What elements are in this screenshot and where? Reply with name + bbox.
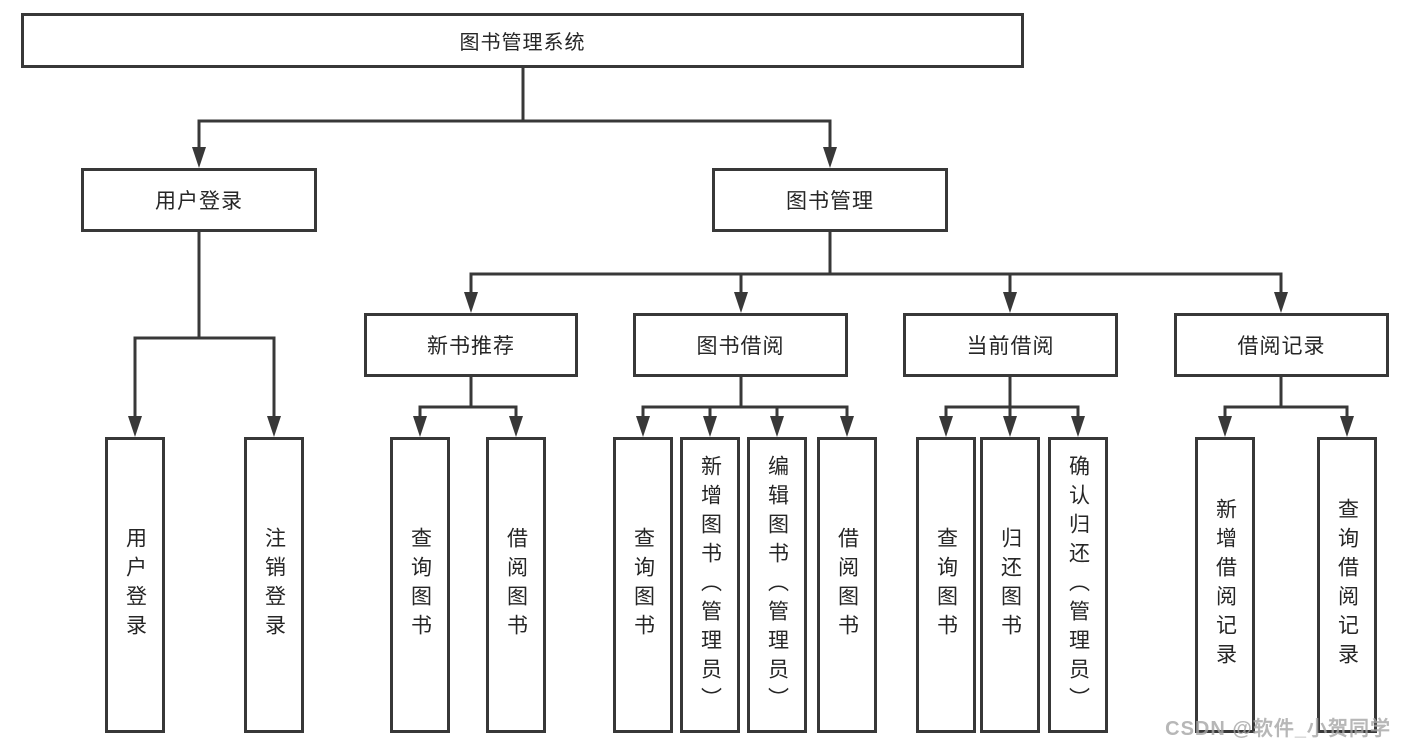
arrow-icon	[636, 416, 650, 437]
arrow-icon	[509, 416, 523, 437]
arrow-icon	[1003, 416, 1017, 437]
leaf-logout: 注销登录	[244, 437, 304, 733]
edge-current-borrow-children	[944, 375, 1080, 420]
node-borrow-records-label: 借阅记录	[1237, 335, 1326, 358]
edge-book-borrow-children	[641, 375, 849, 420]
arrow-icon	[770, 416, 784, 437]
leaf-confirm-return-admin-label: 确认归还（管理员）	[1066, 454, 1090, 716]
node-user-login-label: 用户登录	[155, 190, 243, 213]
arrow-icon	[734, 292, 748, 313]
leaf-edit-books-admin: 编辑图书（管理员）	[747, 437, 807, 733]
leaf-query-books-recommend: 查询图书	[390, 437, 450, 733]
node-book-borrow: 图书借阅	[633, 313, 848, 377]
leaf-return-books-label: 归还图书	[998, 527, 1022, 643]
node-new-book-recommend: 新书推荐	[364, 313, 578, 377]
leaf-query-borrow-record: 查询借阅记录	[1317, 437, 1377, 733]
leaf-add-books-admin-label: 新增图书（管理员）	[698, 454, 722, 716]
leaf-edit-books-admin-label: 编辑图书（管理员）	[765, 454, 789, 716]
leaf-confirm-return-admin: 确认归还（管理员）	[1048, 437, 1108, 733]
leaf-add-books-admin: 新增图书（管理员）	[680, 437, 740, 733]
leaf-logout-label: 注销登录	[262, 527, 286, 643]
leaf-query-books-current-label: 查询图书	[934, 527, 958, 643]
arrow-icon	[128, 416, 142, 437]
leaf-borrow-books: 借阅图书	[817, 437, 877, 733]
leaf-add-borrow-record: 新增借阅记录	[1195, 437, 1255, 733]
node-current-borrow-label: 当前借阅	[966, 335, 1055, 358]
node-new-book-recommend-label: 新书推荐	[427, 335, 515, 358]
node-book-management-label: 图书管理	[786, 190, 874, 213]
arrow-icon	[413, 416, 427, 437]
node-root-label: 图书管理系统	[459, 32, 586, 54]
arrow-icon	[1003, 292, 1017, 313]
leaf-query-books-borrow: 查询图书	[613, 437, 673, 733]
watermark: CSDN @软件_小贺同学	[1165, 718, 1391, 740]
arrow-icon	[823, 147, 837, 168]
edge-borrow-records-children	[1223, 375, 1349, 420]
node-root: 图书管理系统	[21, 13, 1024, 68]
node-user-login: 用户登录	[81, 168, 317, 232]
leaf-query-books-borrow-label: 查询图书	[631, 527, 655, 643]
arrow-icon	[267, 416, 281, 437]
arrow-icon	[840, 416, 854, 437]
leaf-return-books: 归还图书	[980, 437, 1040, 733]
leaf-user-login-label: 用户登录	[123, 527, 147, 643]
arrowheads	[128, 147, 1354, 437]
leaf-add-borrow-record-label: 新增借阅记录	[1213, 498, 1237, 672]
arrow-icon	[1340, 416, 1354, 437]
leaf-query-books-recommend-label: 查询图书	[408, 527, 432, 643]
leaf-borrow-books-recommend: 借阅图书	[486, 437, 546, 733]
node-book-borrow-label: 图书借阅	[696, 335, 785, 358]
arrow-icon	[703, 416, 717, 437]
edge-book-management-children	[469, 230, 1283, 297]
arrow-icon	[939, 416, 953, 437]
leaf-user-login: 用户登录	[105, 437, 165, 733]
edge-new-book-recommend-children	[418, 375, 518, 420]
node-borrow-records: 借阅记录	[1174, 313, 1389, 377]
arrow-icon	[1218, 416, 1232, 437]
node-current-borrow: 当前借阅	[903, 313, 1118, 377]
arrow-icon	[1071, 416, 1085, 437]
leaf-query-books-current: 查询图书	[916, 437, 976, 733]
edge-user-login-children	[133, 230, 276, 420]
arrow-icon	[192, 147, 206, 168]
leaf-query-borrow-record-label: 查询借阅记录	[1335, 498, 1359, 672]
arrow-icon	[1274, 292, 1288, 313]
arrow-icon	[464, 292, 478, 313]
leaf-borrow-books-recommend-label: 借阅图书	[504, 527, 528, 643]
leaf-borrow-books-label: 借阅图书	[835, 527, 859, 643]
node-book-management: 图书管理	[712, 168, 948, 232]
edge-root-to-level2	[197, 66, 832, 152]
